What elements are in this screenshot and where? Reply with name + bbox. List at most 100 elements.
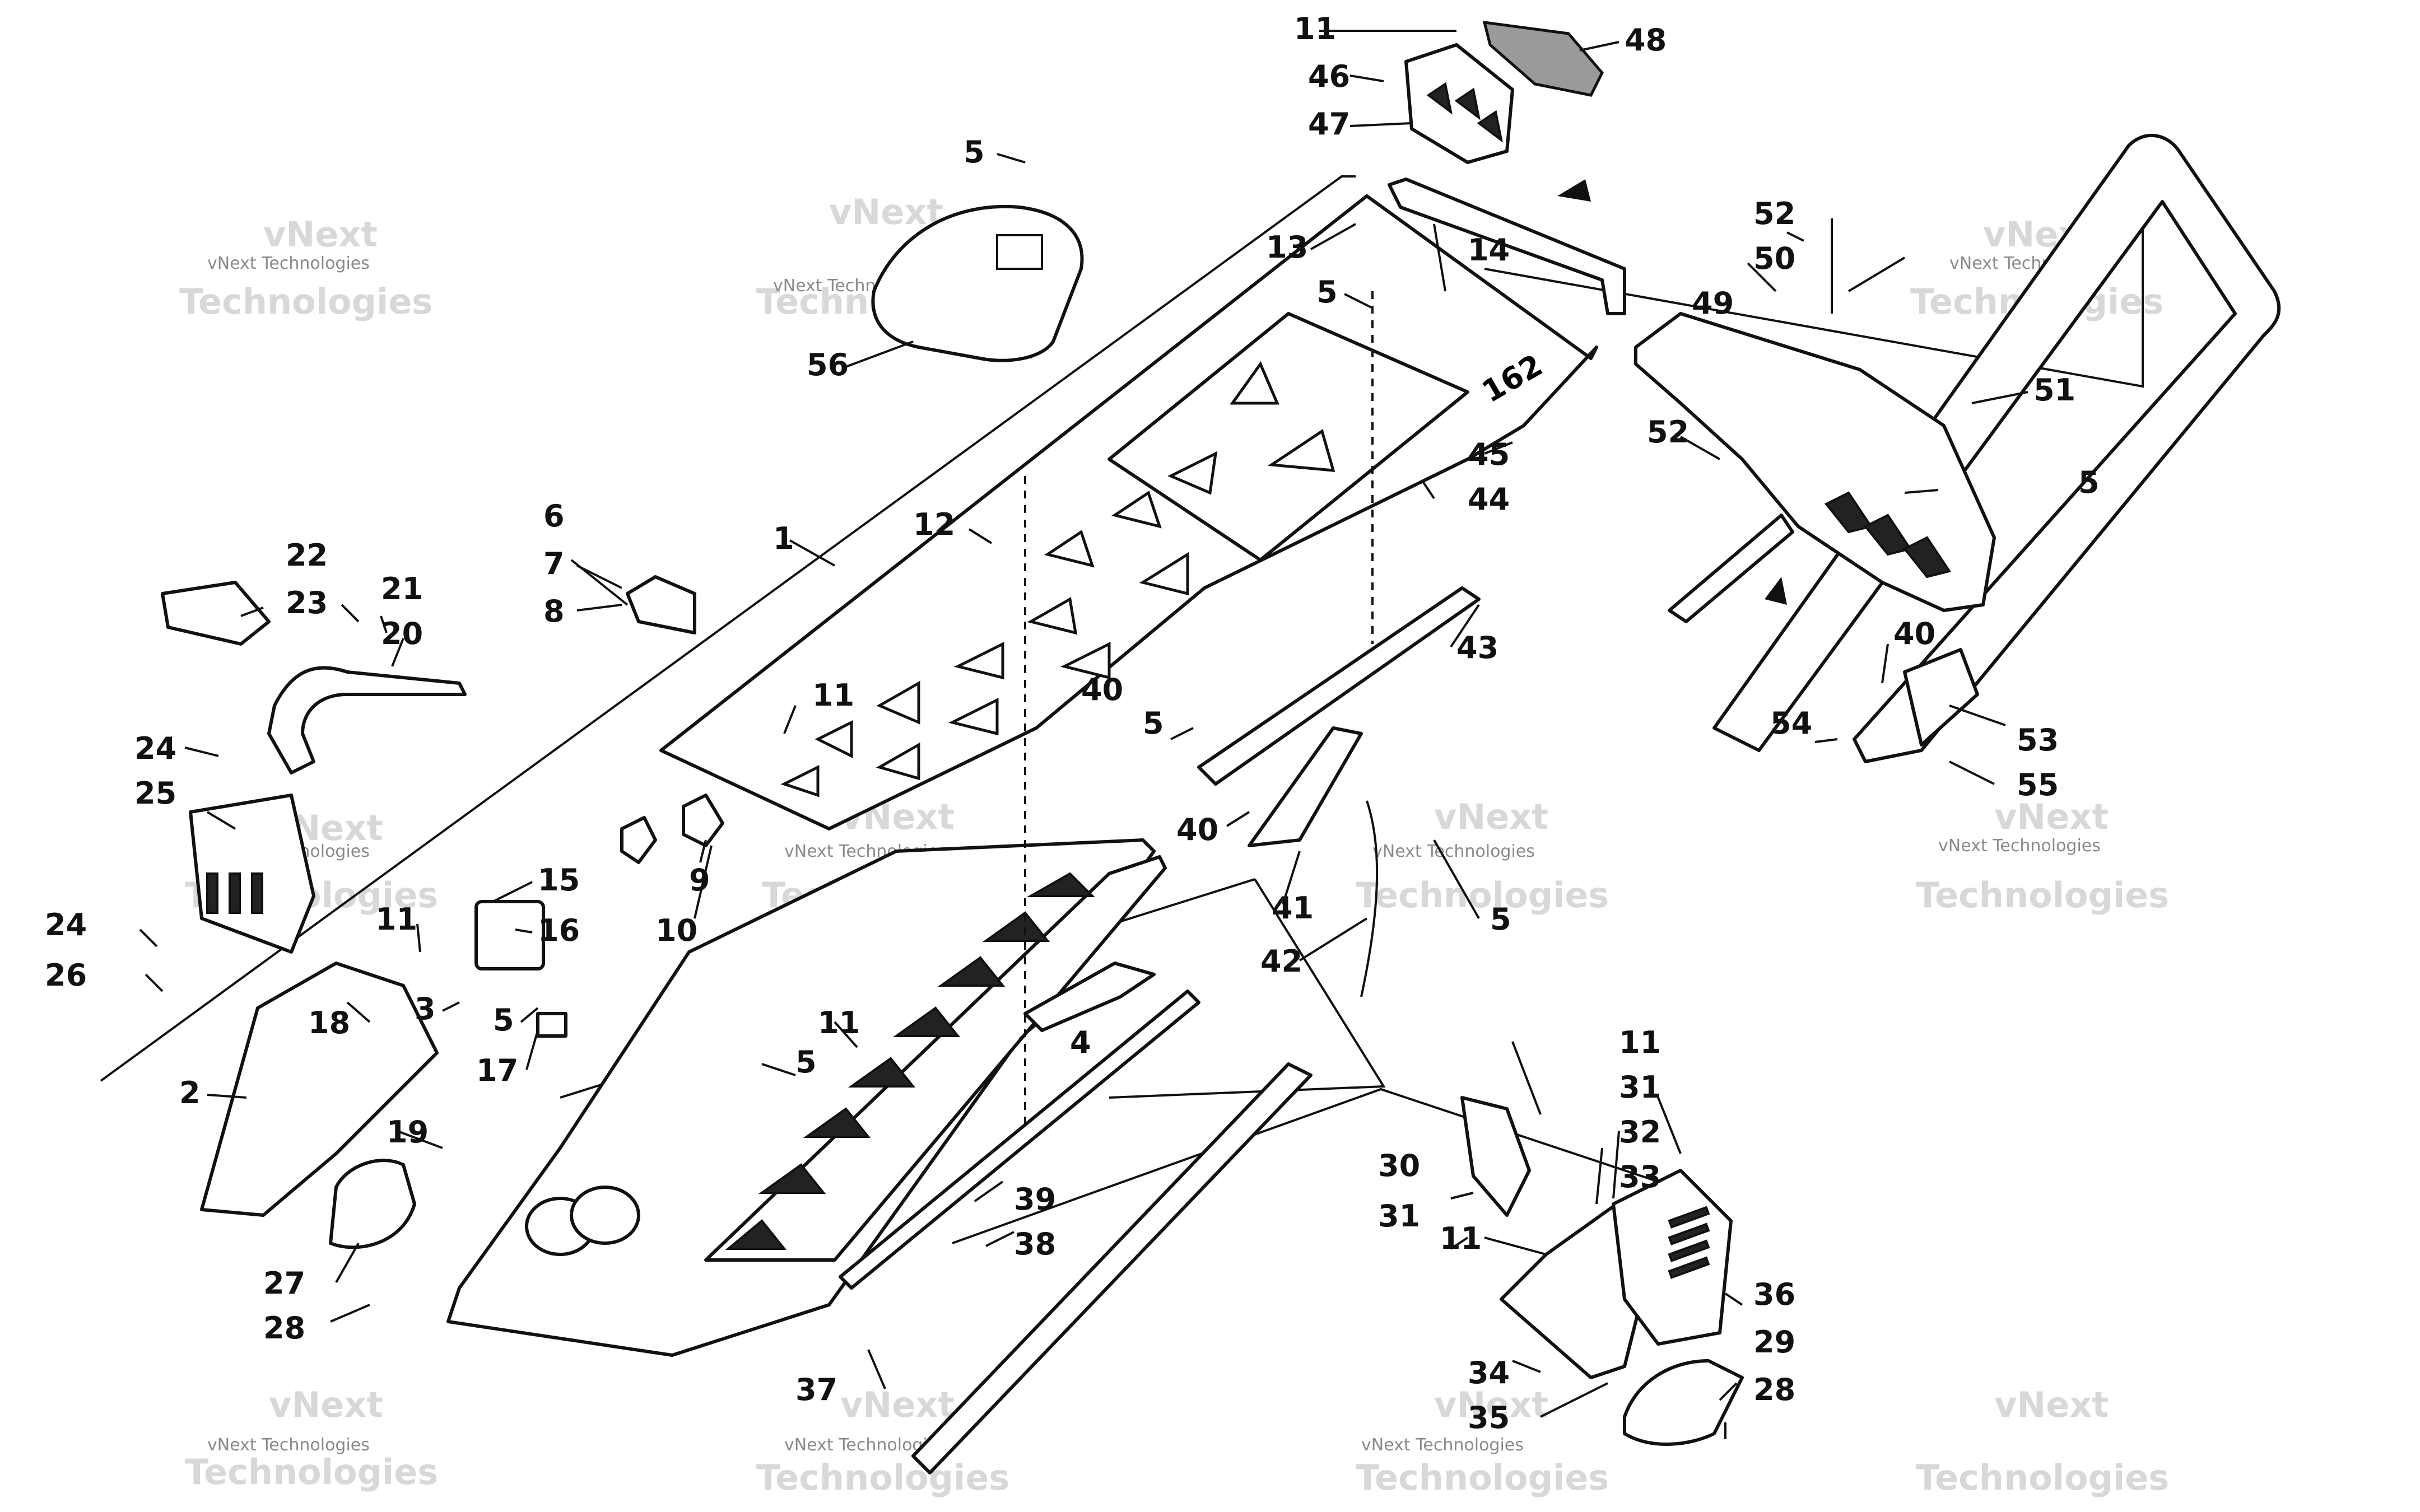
part-label-28: 28 xyxy=(1753,1372,1795,1407)
running-board-cutouts xyxy=(725,872,1095,1250)
watermark-caption: vNext Technologies xyxy=(207,1435,370,1455)
watermark: vNext Technologies vNext Technologies xyxy=(185,1384,438,1492)
tunnel-boundary-line xyxy=(100,175,1356,1082)
part-10-grommet xyxy=(682,794,724,847)
watermark-caption: vNext Technologies xyxy=(207,254,370,273)
storage-bag xyxy=(871,204,1084,362)
watermark-caption: vNext Technologies xyxy=(1938,836,2101,856)
part-label-5: 5 xyxy=(1316,274,1338,310)
part-label-50: 50 xyxy=(1753,241,1795,276)
watermark-brand: vNext xyxy=(1434,1384,1548,1425)
part-label-44: 44 xyxy=(1468,482,1510,517)
part-label-11: 11 xyxy=(1294,11,1336,46)
watermark-brand: vNext xyxy=(840,1384,955,1425)
part-label-35: 35 xyxy=(1468,1400,1510,1435)
part-27-cup xyxy=(329,1159,416,1249)
part-label-14: 14 xyxy=(1468,232,1510,268)
part-label-5: 5 xyxy=(964,134,985,170)
watermark-brand: vNext xyxy=(263,214,378,255)
part-17-clip xyxy=(536,1012,567,1038)
part-label-9: 9 xyxy=(689,862,710,898)
left-parts-group xyxy=(161,575,1481,1474)
part-label-7: 7 xyxy=(543,546,565,581)
part-label-4: 4 xyxy=(1070,1025,1091,1060)
part-label-42: 42 xyxy=(1260,944,1302,979)
part-label-21: 21 xyxy=(381,571,423,606)
part-label-53: 53 xyxy=(2017,722,2059,758)
storage-bag-body xyxy=(871,204,1084,362)
snowflap xyxy=(1634,312,1996,623)
part-label-26: 26 xyxy=(45,958,87,993)
part-38-rail xyxy=(911,1062,1313,1474)
part-label-11: 11 xyxy=(1440,1221,1482,1256)
watermark: vNext Technologies vNext Technologies xyxy=(756,1384,1009,1498)
part-label-11: 11 xyxy=(375,902,417,937)
part-label-23: 23 xyxy=(286,585,328,620)
part-label-28: 28 xyxy=(263,1310,305,1346)
part-33-slots xyxy=(1668,1206,1710,1279)
watermark-company: Technologies xyxy=(1356,1457,1609,1498)
watermark: vNext Technologies vNext Technologies xyxy=(1356,796,1609,916)
bracket-14 xyxy=(1388,178,1626,315)
part-label-37: 37 xyxy=(795,1372,837,1407)
part-9-grommet xyxy=(620,816,657,864)
part-label-5: 5 xyxy=(2078,465,2100,500)
part-39-rail xyxy=(839,990,1200,1290)
right-footrest-group xyxy=(1460,1096,1744,1446)
part-label-5: 5 xyxy=(795,1044,817,1080)
part-label-30: 30 xyxy=(1378,1148,1420,1183)
watermark-company: Technologies xyxy=(185,1452,438,1492)
part-20-handle xyxy=(267,666,467,774)
part-label-27: 27 xyxy=(263,1266,305,1301)
part-label-24: 24 xyxy=(45,907,87,942)
part-8-clamp xyxy=(626,575,696,634)
watermark: vNext Technologies vNext Technologies xyxy=(1916,796,2169,916)
part-30-plate xyxy=(1460,1096,1531,1217)
snowflap-ribs xyxy=(1824,491,1952,578)
watermark-caption: vNext Technologies xyxy=(1361,1435,1524,1455)
part-label-3: 3 xyxy=(415,991,436,1026)
part-label-11: 11 xyxy=(818,1005,860,1040)
part-label-19: 19 xyxy=(387,1114,429,1150)
watermark: vNext Technologies xyxy=(1916,1384,2169,1498)
part-label-16: 16 xyxy=(538,913,580,948)
part-label-49: 49 xyxy=(1692,286,1734,321)
snowflap-bracket xyxy=(1668,514,1794,623)
part-4-bracket xyxy=(1023,962,1156,1032)
part-label-25: 25 xyxy=(134,776,176,811)
part-label-32: 32 xyxy=(1619,1114,1661,1150)
part-label-36: 36 xyxy=(1753,1277,1795,1312)
watermark-brand: vNext xyxy=(269,1384,383,1425)
bracket-48 xyxy=(1482,21,1604,97)
part-label-52: 52 xyxy=(1753,196,1795,231)
part-41-bracket xyxy=(1248,726,1363,847)
part-label-2: 2 xyxy=(179,1075,201,1110)
leader-lines xyxy=(139,30,2028,1439)
part-label-29: 29 xyxy=(1753,1324,1795,1360)
part-42-strap xyxy=(1360,800,1379,997)
part-label-8: 8 xyxy=(543,594,565,629)
part-label-56: 56 xyxy=(807,347,849,382)
storage-bag-patch xyxy=(996,234,1043,270)
part-labels: 11 46 47 48 5 13 5 14 56 45 44 43 52 50 … xyxy=(45,11,2100,1435)
part-label-5: 5 xyxy=(493,1002,514,1038)
part-label-34: 34 xyxy=(1468,1355,1510,1390)
part-25-slots xyxy=(206,872,263,914)
part-label-31: 31 xyxy=(1619,1070,1661,1105)
part-label-46: 46 xyxy=(1308,59,1350,94)
part-label-39: 39 xyxy=(1014,1182,1056,1217)
watermark-caption: vNext Technologies xyxy=(1372,842,1535,861)
watermark-company: Technologies xyxy=(1916,875,2169,916)
plate-cutouts xyxy=(1167,361,1335,495)
part-label-15: 15 xyxy=(538,862,580,898)
part-16-module xyxy=(474,900,545,970)
part-label-11: 11 xyxy=(812,678,854,713)
part-label-54: 54 xyxy=(1770,706,1812,741)
rear-bumper-end-plate xyxy=(1903,648,1979,746)
part-label-40: 40 xyxy=(1893,616,1935,651)
watermark-brand: vNext xyxy=(829,192,943,232)
part-label-40: 40 xyxy=(1081,672,1123,707)
part-label-52: 52 xyxy=(1647,414,1689,450)
part-label-13: 13 xyxy=(1266,230,1308,265)
